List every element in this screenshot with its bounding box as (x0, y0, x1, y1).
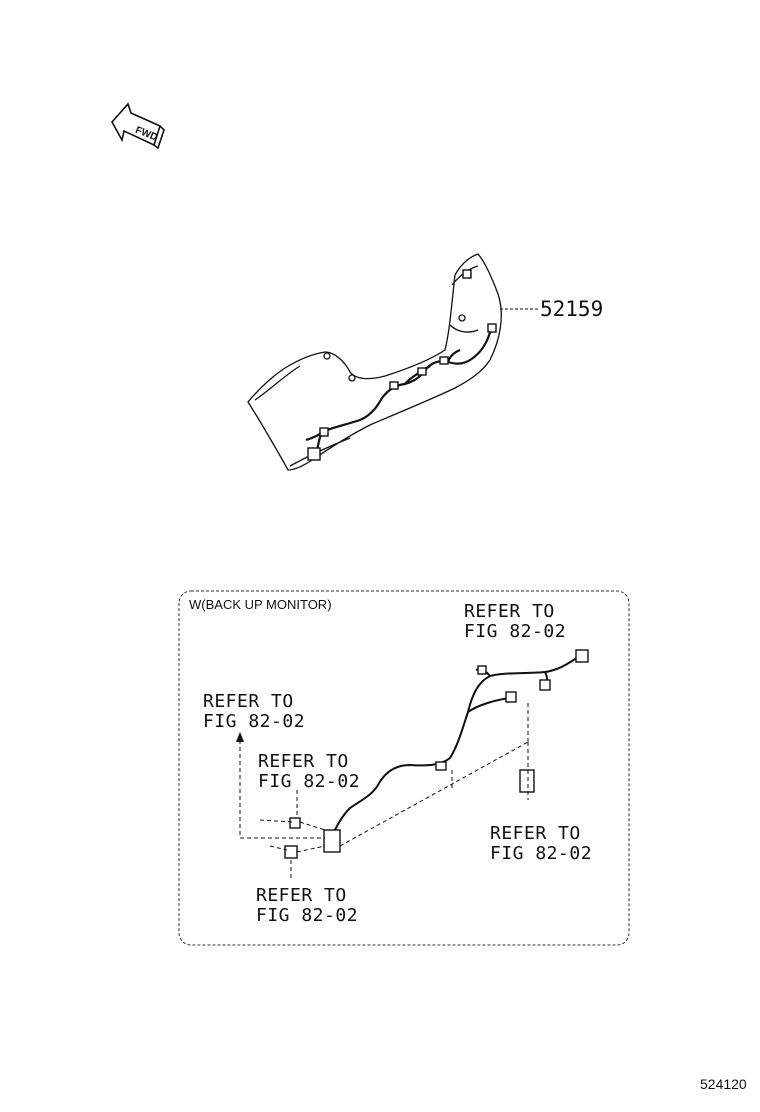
bumper-wire-harness (305, 325, 495, 459)
ref-label-right: REFER TO FIG 82-02 (490, 823, 593, 864)
part-number-label: 52159 (540, 297, 604, 321)
ref-label-top-right: REFER TO FIG 82-02 (464, 601, 567, 642)
ref-label-bottom: REFER TO FIG 82-02 (256, 885, 359, 926)
figure-number: 524120 (700, 1076, 747, 1092)
bumper-harness-connectors (307, 269, 497, 461)
inset-guide-lines (239, 700, 529, 880)
ref-label-left: REFER TO FIG 82-02 (203, 691, 306, 732)
ref-pointer-arrow (236, 732, 244, 742)
inset-condition-label: W(BACK UP MONITOR) (189, 597, 332, 612)
inset-frame (178, 590, 630, 946)
ref-label-center: REFER TO FIG 82-02 (258, 751, 361, 792)
fwd-arrow-icon (111, 102, 165, 150)
rear-bumper-cover (247, 253, 502, 471)
